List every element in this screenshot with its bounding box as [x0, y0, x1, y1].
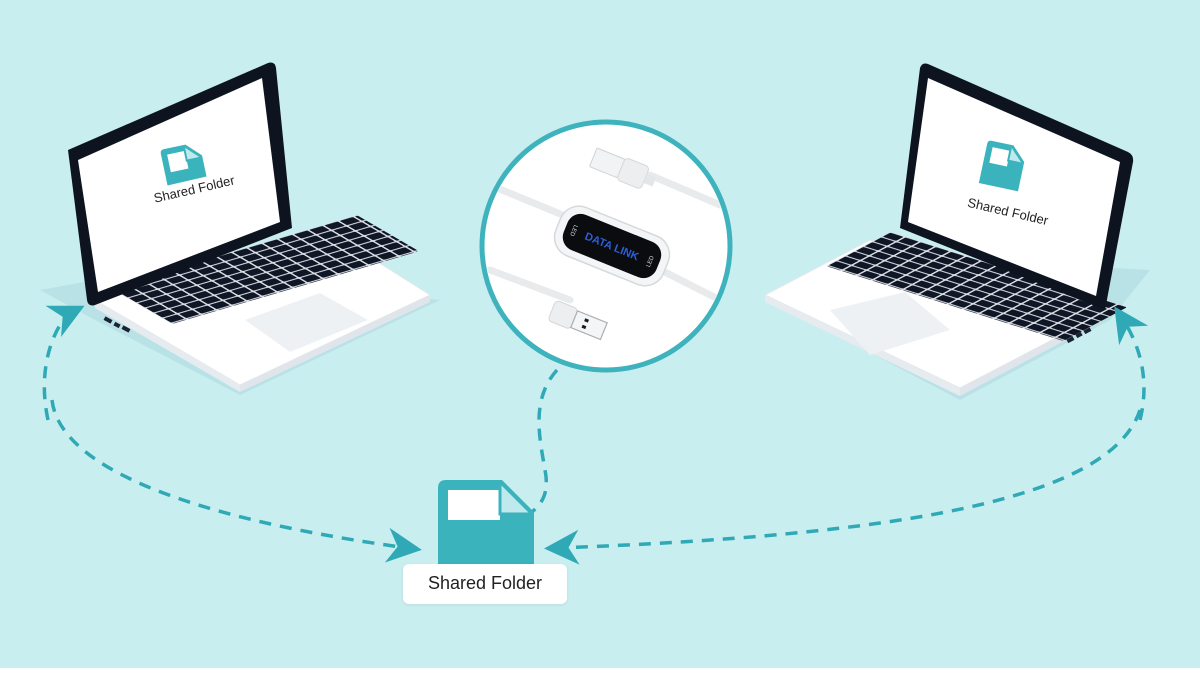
usb-plug-top-icon [589, 147, 657, 189]
led-left-label: LED [568, 224, 578, 238]
led-right-label: LED [646, 255, 656, 269]
right-laptop [763, 63, 1150, 400]
usb-plug-bottom-icon [548, 300, 608, 341]
data-link-device: DATA LINK LED LED [553, 205, 671, 287]
left-laptop [40, 62, 440, 395]
center-folder-label: Shared Folder [403, 564, 567, 604]
cable-inset: DATA LINK LED LED [479, 119, 733, 373]
right-screen-folder-icon [978, 140, 1025, 192]
right-connection-arrow [1114, 306, 1149, 421]
center-folder-label-text: Shared Folder [427, 573, 543, 593]
left-connection-arrow [42, 305, 85, 421]
center-folder-icon [438, 480, 534, 572]
cable-connection-line [530, 368, 559, 514]
